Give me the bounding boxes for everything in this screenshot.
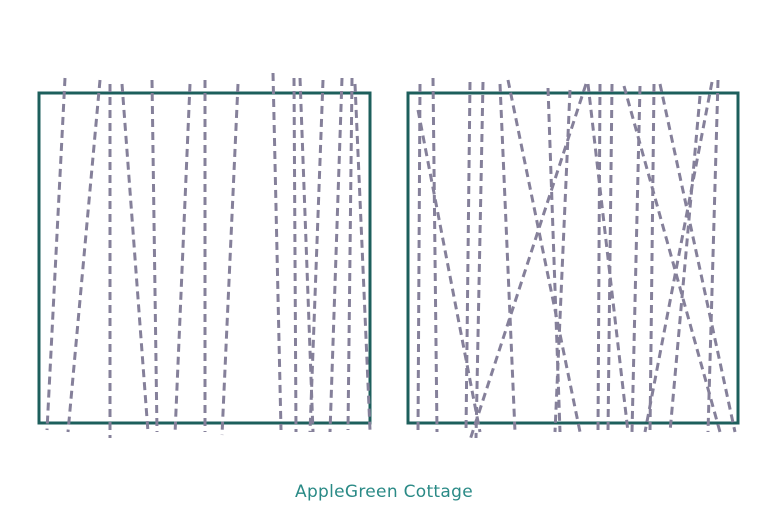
left-stitch-line-10 [292, 77, 298, 433]
right-stitch-line-18 [706, 79, 720, 433]
right-stitch-line-8 [546, 87, 562, 433]
right-stitch-line-1 [416, 83, 422, 433]
right-frame [406, 91, 740, 425]
right-stitch-line-20 [668, 95, 702, 433]
left-stitch-line-2 [66, 79, 102, 433]
right-stitch-line-5 [474, 81, 485, 439]
left-stitch-line-1 [45, 77, 67, 431]
right-stitch-line-2 [431, 77, 439, 433]
left-stitch-line-9 [271, 72, 283, 431]
right-stitch-line-4 [464, 81, 472, 433]
left-stitch-line-5 [150, 79, 159, 433]
right-stitch-line-6 [498, 83, 517, 433]
right-stitch-line-9 [553, 89, 572, 433]
right-stitch-line-11 [586, 83, 630, 433]
right-stitch-line-3 [416, 109, 482, 433]
right-stitch-line-12 [596, 83, 602, 433]
right-stitch-line-17 [658, 83, 737, 433]
right-stitch-line-10 [468, 83, 588, 441]
left-stitch-lines [45, 72, 372, 438]
left-stitch-line-14 [346, 77, 354, 431]
left-stitch-line-6 [173, 83, 192, 435]
right-stitch-line-15 [630, 85, 642, 433]
left-stitch-line-13 [328, 77, 344, 433]
right-stitch-line-13 [606, 83, 614, 433]
left-stitch-line-12 [308, 79, 325, 433]
right-stitch-lines [416, 77, 737, 441]
left-stitch-line-11 [298, 77, 315, 433]
brand-caption: AppleGreen Cottage [295, 482, 473, 502]
right-stitch-line-16 [648, 83, 656, 433]
left-panel [37, 72, 372, 438]
left-stitch-line-8 [220, 83, 240, 436]
left-stitch-line-4 [120, 83, 150, 433]
right-stitch-line-7 [506, 79, 582, 433]
left-stitch-line-15 [353, 83, 372, 431]
right-panel [406, 77, 740, 441]
right-stitch-line-19 [643, 81, 714, 433]
